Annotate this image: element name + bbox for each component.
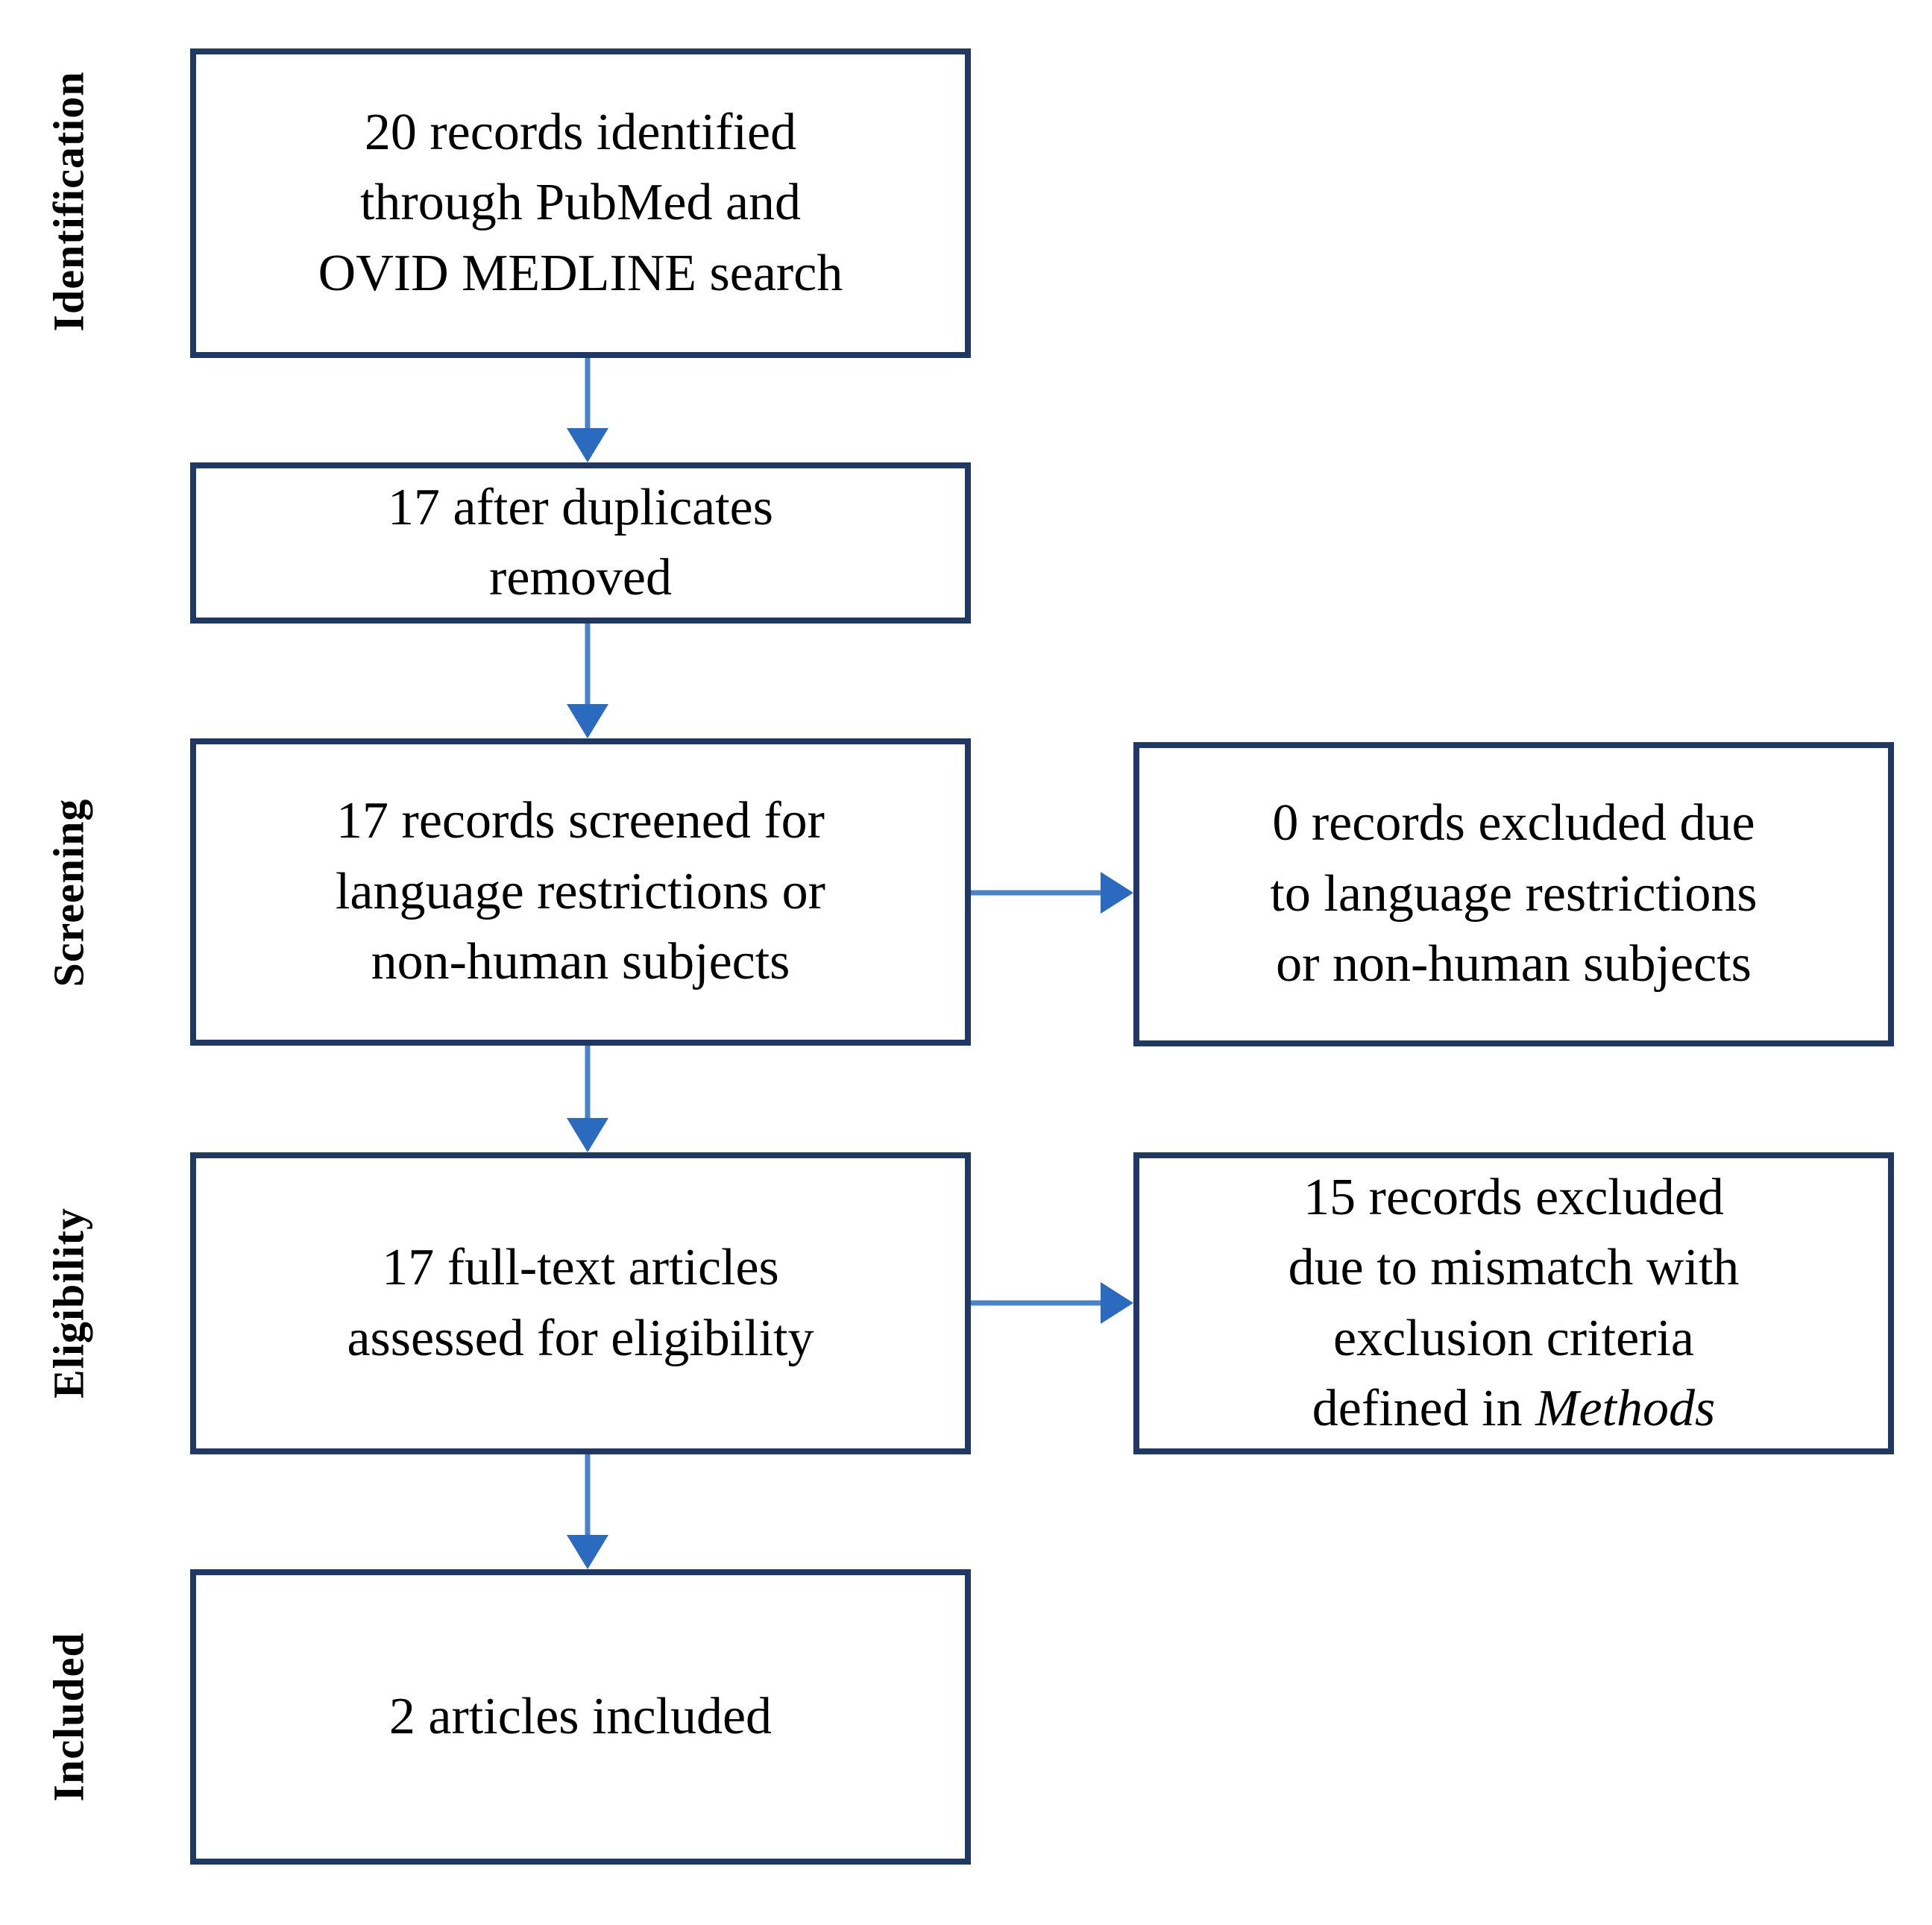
- box-text-line: assessed for eligibility: [347, 1309, 814, 1367]
- arrow-screened-to-excluded: [971, 872, 1133, 914]
- box-text-line: removed: [489, 549, 672, 606]
- box-articles-included: 2 articles included: [190, 1569, 971, 1865]
- box-text-line: through PubMed and: [359, 174, 802, 232]
- box-text-line: 2 articles included: [388, 1687, 773, 1745]
- arrow-screened-to-fulltext: [567, 1046, 608, 1152]
- arrow-head-icon: [567, 704, 608, 738]
- box-text-line: 15 records excluded: [1303, 1168, 1724, 1226]
- box-full-text-assessed: 17 full-text articles assessed for eligi…: [190, 1152, 971, 1454]
- arrow-stem: [971, 890, 1101, 896]
- box-text-line: language restrictions or: [335, 862, 825, 920]
- arrow-stem: [971, 1300, 1101, 1306]
- box-text-segment-italic: Methods: [1535, 1380, 1716, 1437]
- box-text-line: 17 after duplicates: [387, 478, 773, 536]
- arrow-stem: [585, 1046, 591, 1118]
- box-text-line: 17 full-text articles: [382, 1239, 779, 1296]
- box-text-line: OVID MEDLINE search: [318, 244, 843, 302]
- arrow-fulltext-to-excluded: [971, 1282, 1133, 1324]
- box-text-line: exclusion criteria: [1333, 1309, 1694, 1367]
- box-duplicates-removed: 17 after duplicates removed: [190, 462, 971, 624]
- box-text-line: non-human subjects: [371, 933, 790, 991]
- arrow-stem: [585, 1454, 591, 1535]
- stage-label-screening: Screening: [44, 798, 93, 987]
- arrow-stem: [585, 624, 591, 704]
- box-text-line: 17 records screened for: [336, 792, 825, 850]
- arrow-head-icon: [567, 1118, 608, 1152]
- arrow-identified-to-duplicates: [567, 358, 608, 462]
- box-records-excluded-eligibility: 15 records excluded due to mismatch with…: [1133, 1152, 1894, 1454]
- stage-label-included: Included: [44, 1632, 93, 1802]
- arrow-fulltext-to-included: [567, 1454, 608, 1569]
- box-text-segment: defined in: [1312, 1380, 1536, 1437]
- arrow-head-icon: [567, 428, 608, 462]
- box-text-line: to language restrictions: [1270, 864, 1758, 923]
- box-text-line: defined in Methods: [1139, 1374, 1888, 1445]
- box-text-line: due to mismatch with: [1288, 1239, 1740, 1296]
- box-text-line: 0 records excluded due: [1272, 794, 1755, 852]
- stage-label-identification: Identification: [44, 71, 93, 332]
- box-records-screened: 17 records screened for language restric…: [190, 738, 971, 1046]
- box-text-line: or non-human subjects: [1276, 935, 1752, 993]
- box-records-excluded-screening: 0 records excluded due to language restr…: [1133, 742, 1894, 1046]
- arrow-stem: [585, 358, 591, 428]
- arrow-duplicates-to-screened: [567, 624, 608, 738]
- box-records-identified: 20 records identified through PubMed and…: [190, 48, 971, 358]
- arrow-head-icon: [1101, 1282, 1133, 1324]
- box-text-line: 20 records identified: [364, 103, 797, 161]
- arrow-head-icon: [1101, 872, 1133, 914]
- arrow-head-icon: [567, 1535, 608, 1569]
- stage-label-eligibility: Eligibility: [44, 1208, 93, 1398]
